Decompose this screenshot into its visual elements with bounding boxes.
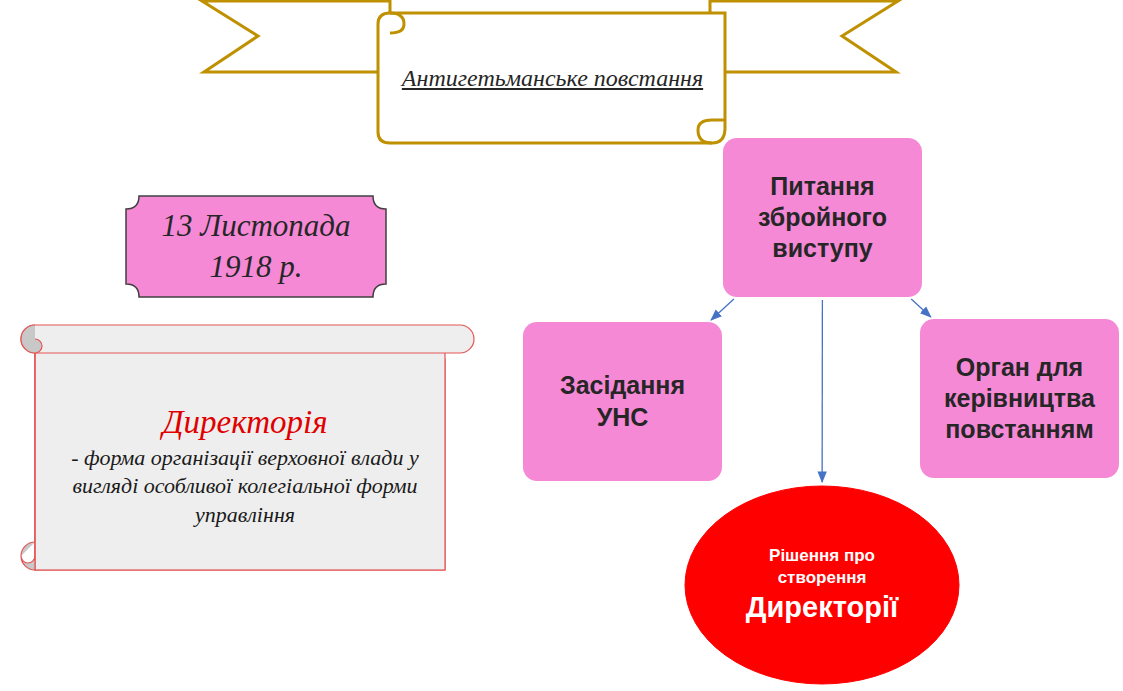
scroll-curl — [21, 325, 42, 353]
node-content: Питання збройного виступу — [731, 146, 914, 289]
node-label: Антигетьманське повстання — [402, 61, 703, 96]
arrow-connector — [911, 299, 931, 317]
arrow-connector — [821, 300, 823, 482]
decision-ellipse — [685, 486, 959, 684]
date-box: 13 Листопада 1918 р. — [125, 195, 387, 298]
title-ribbon: Антигетьманське повстання — [200, 0, 900, 146]
ribbon-tail — [710, 1, 898, 72]
node-body: Директорії — [746, 589, 898, 625]
scroll-curl — [21, 542, 35, 570]
ribbon-curl — [698, 120, 725, 143]
scroll-body — [35, 349, 445, 570]
process-box: Питання збройного виступу — [723, 138, 922, 297]
bevel-box — [126, 196, 386, 297]
node-content: Рішення про створенняДиректорії — [724, 515, 920, 655]
scroll-edge — [34, 353, 35, 556]
node-label: Рішення про створення — [724, 545, 920, 589]
definition-scroll: Директорія- форма організації верховної … — [5, 323, 480, 590]
node-body: - форма організації верховної влади у ви… — [45, 444, 445, 530]
decision-ellipse: Рішення про створенняДиректорії — [684, 485, 960, 685]
ribbon-band — [378, 13, 725, 143]
scroll-roll — [21, 325, 474, 353]
node-label: Питання збройного виступу — [731, 171, 914, 265]
node-label: 13 Листопада 1918 р. — [135, 206, 377, 287]
node-content: 13 Листопада 1918 р. — [135, 201, 377, 292]
node-content: Антигетьманське повстання — [380, 16, 725, 140]
node-content: Засідання УНС — [531, 330, 714, 473]
node-label: Директорія — [163, 401, 328, 444]
ribbon-tail — [202, 1, 390, 72]
node-content: Директорія- форма організації верховної … — [45, 365, 445, 565]
node-label: Орган для керівництва повстанням — [926, 352, 1113, 446]
node-label: Засідання УНС — [531, 370, 714, 433]
scroll-body — [35, 341, 445, 570]
process-box: Засідання УНС — [523, 322, 722, 481]
node-content: Орган для керівництва повстанням — [926, 327, 1113, 470]
ribbon-curl — [390, 13, 404, 33]
process-box: Орган для керівництва повстанням — [920, 319, 1119, 478]
arrow-connector — [711, 299, 734, 320]
